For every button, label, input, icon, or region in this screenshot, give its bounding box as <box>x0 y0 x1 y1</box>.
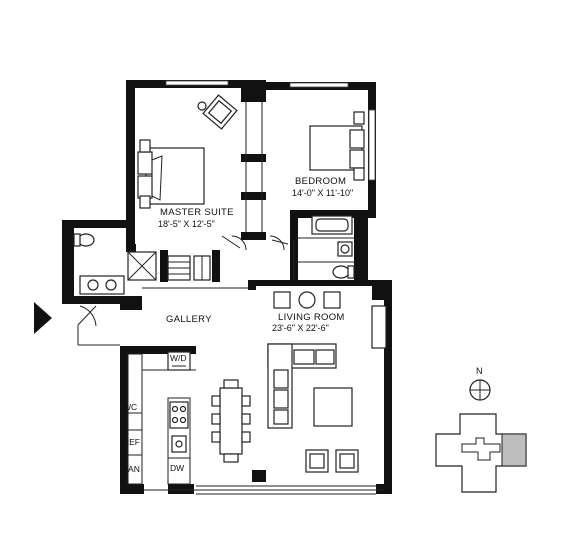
wc-tag: WC <box>123 402 137 412</box>
wd-tag: W/D <box>170 353 187 363</box>
bedroom-dims: 14'-0" X 11'-10" <box>292 188 353 198</box>
pan-tag: PAN <box>123 464 140 474</box>
bedroom-room: BEDROOM 14'-0" X 11'-10" <box>292 111 365 198</box>
sectional-sofa <box>267 343 337 429</box>
master-bed <box>145 147 205 205</box>
outlines <box>77 80 384 495</box>
north-compass-icon: N <box>469 366 491 401</box>
master-suite-label: MASTER SUITE <box>160 207 234 218</box>
dining-set <box>211 379 251 463</box>
north-label: N <box>476 366 483 376</box>
dw-tag: DW <box>170 463 184 473</box>
master-suite-dims: 18'-5" X 12'-5" <box>158 219 215 229</box>
key-plan-unit-highlight <box>501 433 527 467</box>
entry-arrow-icon <box>34 302 52 334</box>
key-plan <box>435 413 527 493</box>
bathroom-fixtures <box>73 215 355 295</box>
master-suite-room: MASTER SUITE 18'-5" X 12'-5" <box>137 94 238 229</box>
kitchen: W/D WC REF PAN DW <box>123 351 191 474</box>
master-armchair <box>202 94 238 130</box>
bedroom-label: BEDROOM <box>295 176 346 187</box>
doors <box>77 235 295 327</box>
living-room-dims: 23'-6" X 22'-6" <box>272 323 329 333</box>
coffee-table <box>313 387 353 427</box>
living-room-label: LIVING ROOM <box>278 312 345 323</box>
gallery-label: GALLERY <box>166 314 212 325</box>
ref-tag: REF <box>123 437 140 447</box>
living-room: LIVING ROOM 23'-6" X 22'-6" <box>211 291 387 473</box>
